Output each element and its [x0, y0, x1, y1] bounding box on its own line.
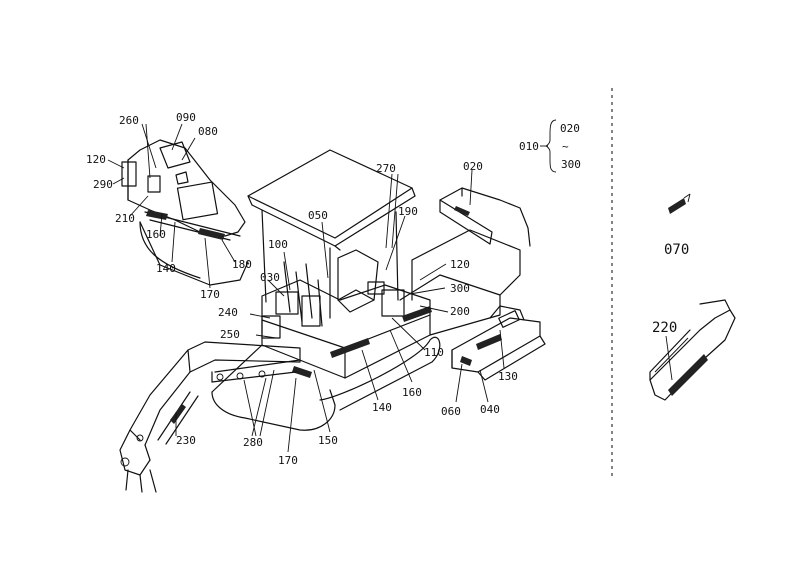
panel-020-detail	[439, 169, 531, 247]
callout-030: 030	[260, 271, 280, 284]
callout-120-left: 120	[86, 153, 106, 166]
range-tilde: ~	[562, 140, 569, 153]
callout-180: 180	[232, 258, 252, 271]
rear-cover-leaders	[107, 123, 236, 289]
callout-300-main: 300	[450, 282, 470, 295]
callout-140-left: 140	[156, 262, 176, 275]
callout-300-range: 300	[561, 158, 581, 171]
callout-040: 040	[480, 403, 500, 416]
callout-100: 100	[268, 238, 288, 251]
battery-cover-detail	[451, 305, 546, 403]
callout-220: 220	[652, 320, 677, 336]
callout-240: 240	[218, 306, 238, 319]
callout-090: 090	[176, 111, 196, 124]
callout-290: 290	[93, 178, 113, 191]
callout-160-left: 160	[146, 228, 166, 241]
callout-010: 010	[519, 140, 539, 153]
callout-170-right: 170	[278, 454, 298, 467]
callout-250: 250	[220, 328, 240, 341]
callout-050: 050	[308, 209, 328, 222]
range-bracket	[540, 119, 557, 173]
decal-220-detail	[649, 299, 736, 401]
callout-270: 270	[376, 162, 396, 175]
callout-160-right: 160	[402, 386, 422, 399]
callout-140-right: 140	[372, 401, 392, 414]
callout-020-main: 020	[463, 160, 483, 173]
callout-110: 110	[424, 346, 444, 359]
callout-190: 190	[398, 205, 418, 218]
main-leaders	[175, 173, 449, 453]
callout-150: 150	[318, 434, 338, 447]
callout-130: 130	[498, 370, 518, 383]
callout-070: 070	[664, 242, 689, 258]
callout-170-left: 170	[200, 288, 220, 301]
callout-080: 080	[198, 125, 218, 138]
callout-060: 060	[441, 405, 461, 418]
rear-cover-assembly	[121, 139, 249, 286]
callout-230: 230	[176, 434, 196, 447]
excavator-body	[119, 149, 521, 493]
callout-260: 260	[119, 114, 139, 127]
callout-280: 280	[243, 436, 263, 449]
callout-labels: 260 090 080 120 290 210 160 140 180 170 …	[86, 111, 689, 467]
callout-200: 200	[450, 305, 470, 318]
decal-070-detail	[668, 193, 691, 214]
callout-120-right: 120	[450, 258, 470, 271]
callout-210: 210	[115, 212, 135, 225]
callout-020-range: 020	[560, 122, 580, 135]
